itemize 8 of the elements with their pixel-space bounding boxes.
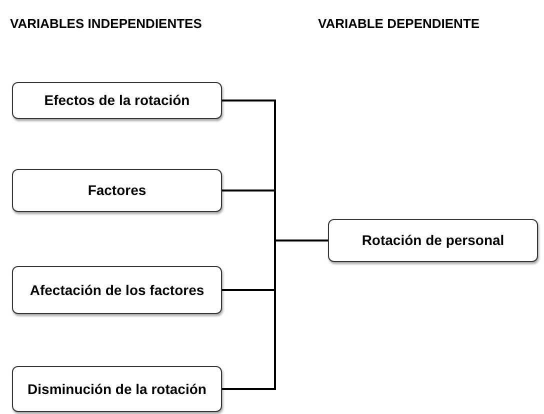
variable-box: Disminución de la rotación [12, 366, 222, 412]
variable-box: Afectación de los factores [12, 266, 222, 314]
column-heading: VARIABLE DEPENDIENTE [318, 16, 480, 31]
variable-box: Factores [12, 169, 222, 212]
column-heading: VARIABLES INDEPENDIENTES [10, 16, 202, 31]
connector-line [222, 240, 328, 390]
variable-box: Efectos de la rotación [12, 82, 222, 119]
variable-box: Rotación de personal [328, 219, 538, 262]
